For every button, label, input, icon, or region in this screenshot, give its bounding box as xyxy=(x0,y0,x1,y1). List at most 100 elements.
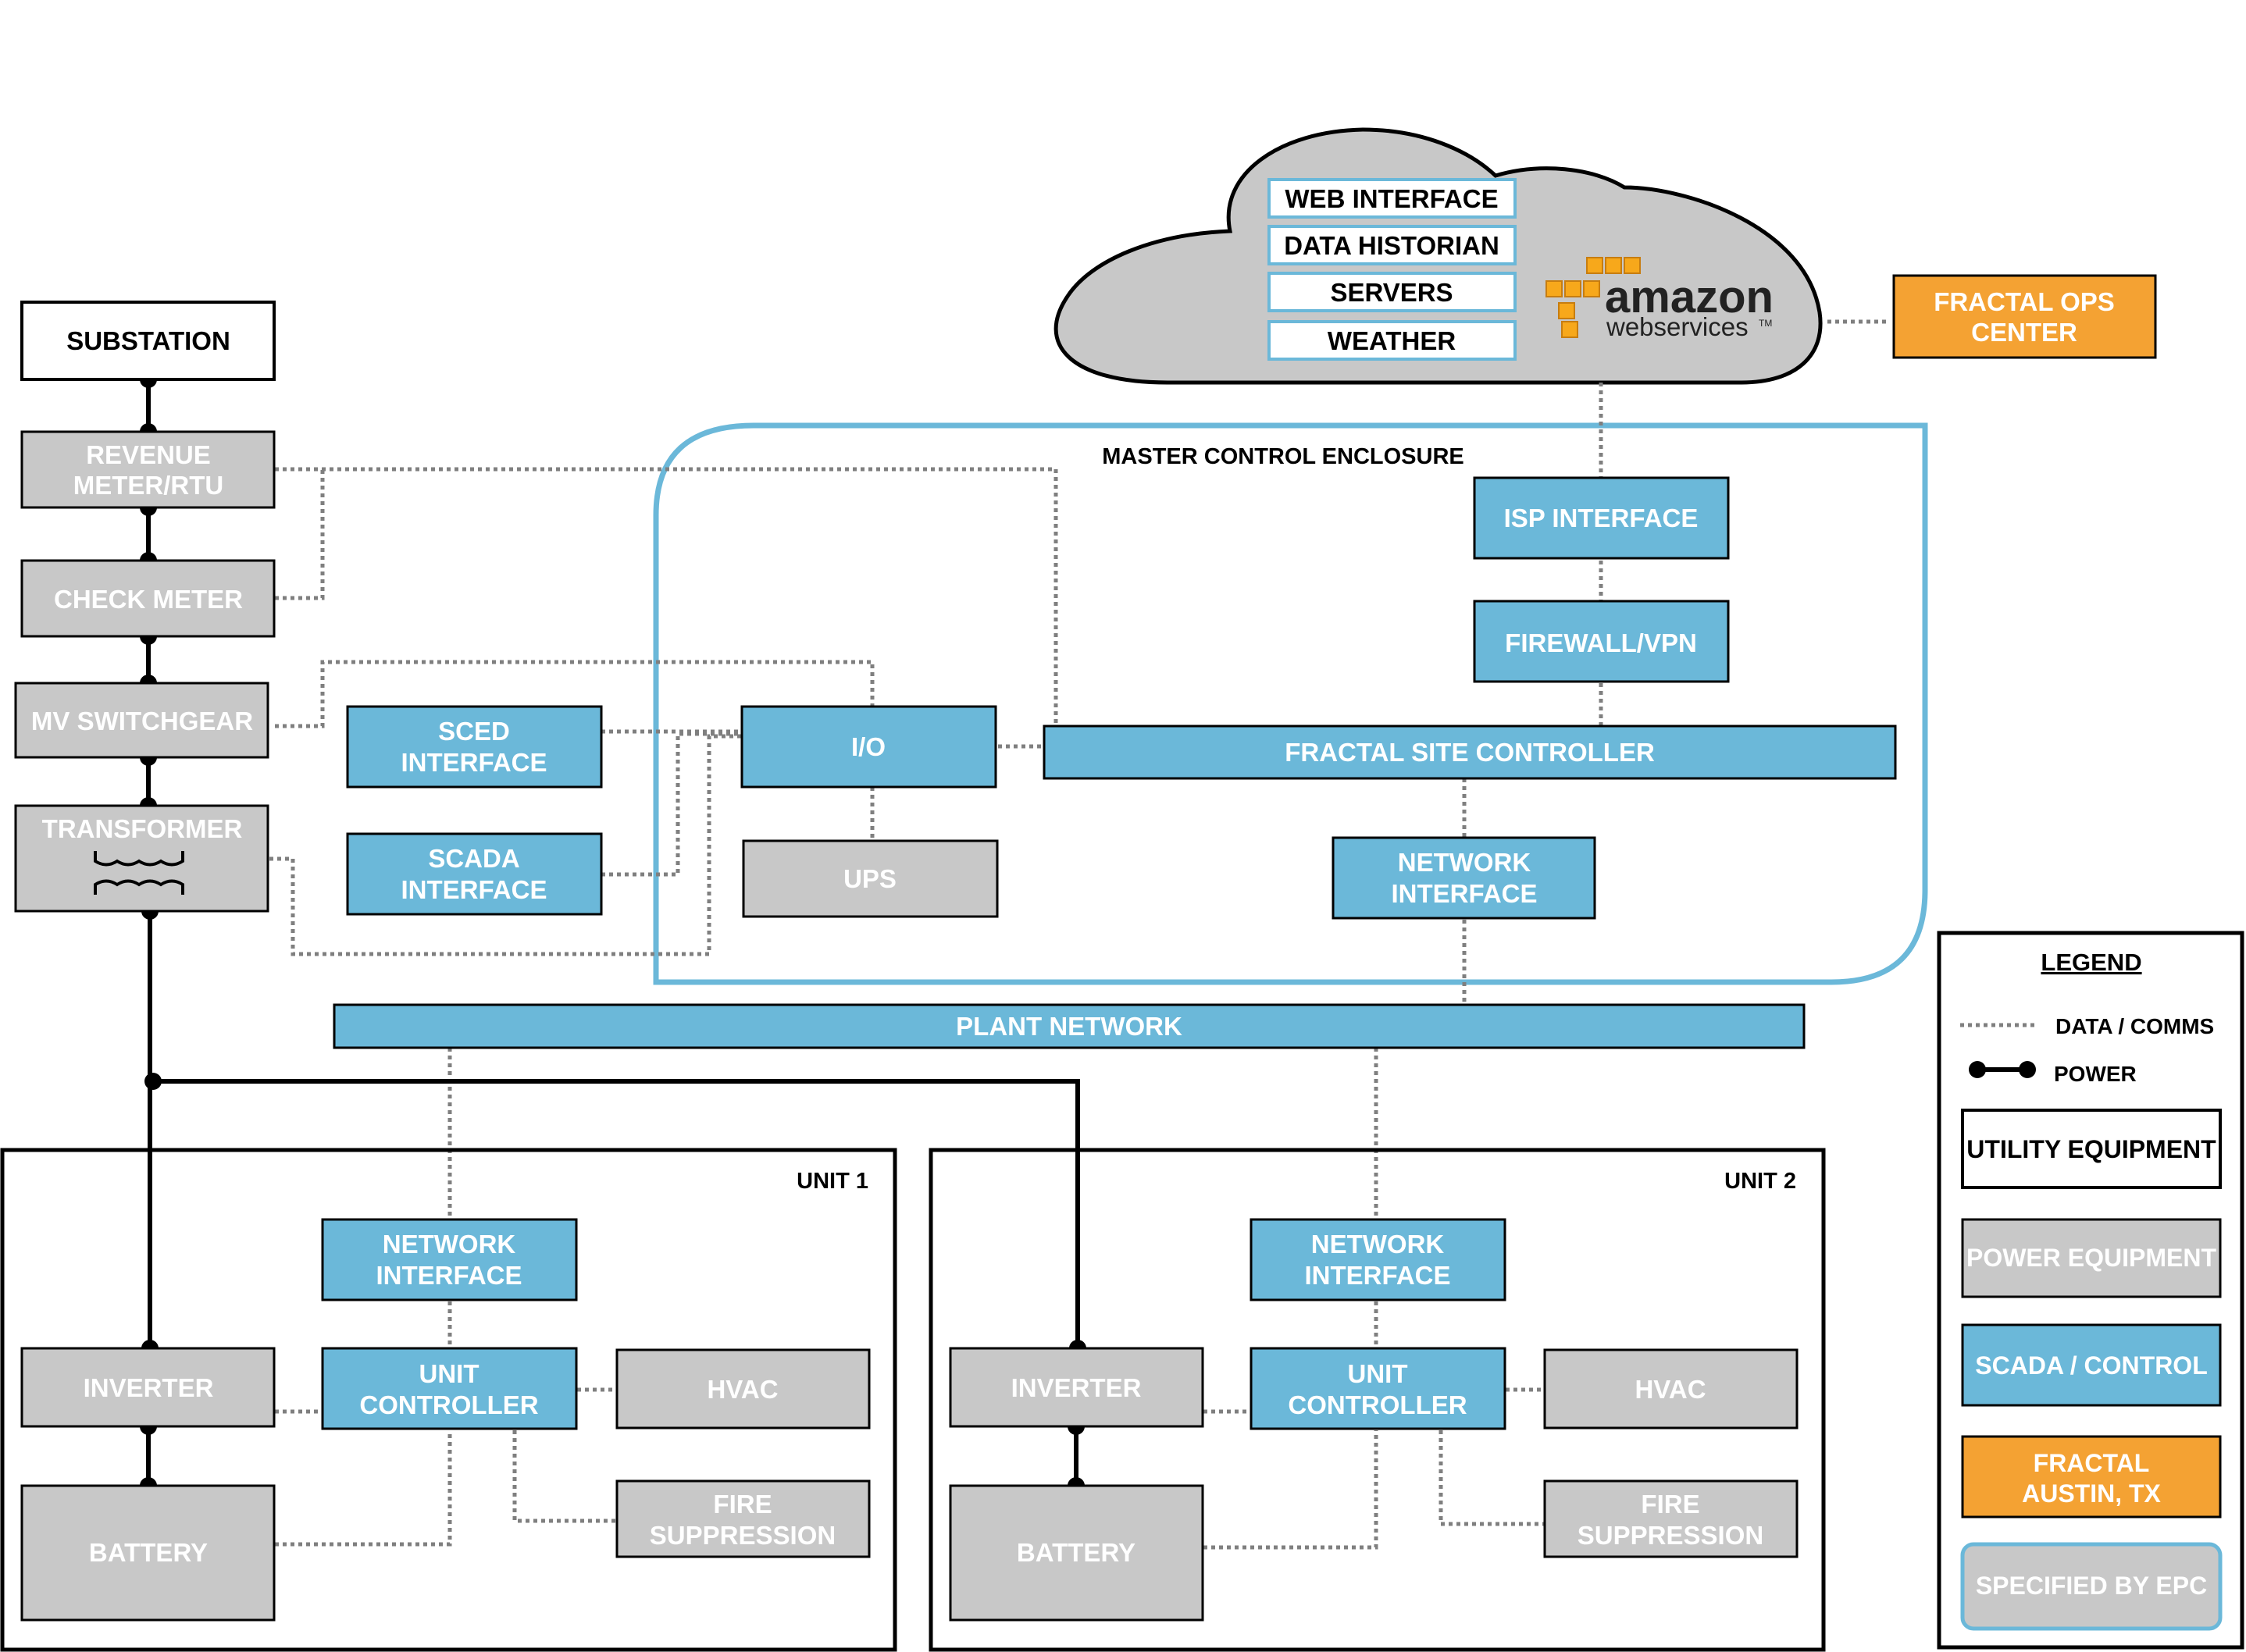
legend-power-equipment: POWER EQUIPMENT xyxy=(1961,1218,2222,1298)
revenue-meter-label-1: REVENUE xyxy=(86,440,211,469)
legend-title: LEGEND xyxy=(2041,949,2141,976)
firewall-vpn-box: FIREWALL/VPN xyxy=(1473,600,1730,683)
io-box: I/O xyxy=(740,705,997,789)
unit-1-battery-box: BATTERY xyxy=(20,1484,276,1622)
legend-fractal-label-2: AUSTIN, TX xyxy=(2022,1479,2161,1508)
unit-1-title: UNIT 1 xyxy=(797,1169,868,1194)
unit-1-container: UNIT 1 xyxy=(0,1148,897,1652)
fractal-ops-label-2: CENTER xyxy=(1971,318,2077,347)
cloud-service-label: WEATHER xyxy=(1328,326,1456,355)
unit-2-fire-label-1: FIRE xyxy=(1641,1490,1699,1518)
legend-fractal-label-1: FRACTAL xyxy=(2034,1449,2150,1477)
data-link xyxy=(601,732,742,877)
legend-scada-control: SCADA / CONTROL xyxy=(1961,1323,2222,1407)
master-control-enclosure-border xyxy=(653,422,1928,985)
aws-logo-word: amazon xyxy=(1605,272,1774,322)
legend-power-equipment-label: POWER EQUIPMENT xyxy=(1966,1244,2216,1272)
legend-specified-by-epc: SPECIFIED BY EPC xyxy=(1960,1542,2223,1631)
cloud-service-servers: SERVERS xyxy=(1267,272,1517,312)
legend-fractal: FRACTAL AUSTIN, TX xyxy=(1961,1435,2222,1518)
unit-2-hvac-box: HVAC xyxy=(1543,1348,1799,1429)
aws-logo-sub: webservices xyxy=(1606,312,1749,341)
scada-interface-label-2: INTERFACE xyxy=(401,875,547,904)
unit-2-inverter-label: INVERTER xyxy=(1011,1373,1142,1402)
io-label: I/O xyxy=(851,732,886,761)
unit-2-controller-label-1: UNIT xyxy=(1348,1359,1408,1388)
check-meter-box: CHECK METER xyxy=(20,559,276,638)
unit-2-battery-box: BATTERY xyxy=(949,1484,1204,1622)
unit-1-controller-label-2: CONTROLLER xyxy=(359,1390,538,1419)
unit-2-battery-label: BATTERY xyxy=(1017,1538,1135,1567)
unit-1-fire-label-2: SUPPRESSION xyxy=(650,1521,836,1550)
revenue-meter-box: REVENUE METER/RTU xyxy=(20,430,276,509)
cloud-service-label: WEB INTERFACE xyxy=(1285,184,1498,213)
unit-2-title: UNIT 2 xyxy=(1724,1169,1796,1194)
unit-2-container: UNIT 2 xyxy=(929,1148,1826,1652)
check-meter-label: CHECK METER xyxy=(54,585,243,614)
unit-2-fire-suppression-box: FIRE SUPPRESSION xyxy=(1543,1479,1799,1558)
unit-2-controller-label-2: CONTROLLER xyxy=(1288,1390,1467,1419)
unit-2-inverter-box: INVERTER xyxy=(949,1347,1204,1428)
power-link xyxy=(150,1079,1080,1348)
substation-label: SUBSTATION xyxy=(66,326,230,355)
master-control-enclosure-title: MASTER CONTROL ENCLOSURE xyxy=(1102,444,1463,469)
legend-scada-label: SCADA / CONTROL xyxy=(1975,1351,2207,1380)
fractal-ops-center: FRACTAL OPS CENTER xyxy=(1892,274,2157,359)
revenue-meter-label-2: METER/RTU xyxy=(73,471,224,500)
power-nodes xyxy=(140,371,1086,1494)
sced-interface-label-1: SCED xyxy=(438,717,510,746)
isp-interface-box: ISP INTERFACE xyxy=(1473,476,1730,560)
aws-logo: amazon webservices TM xyxy=(1545,257,1774,341)
data-link xyxy=(275,469,325,600)
unit-2-network-interface-label-2: INTERFACE xyxy=(1304,1261,1450,1290)
unit-2-controller-box: UNIT CONTROLLER xyxy=(1250,1347,1506,1430)
legend-utility-label: UTILITY EQUIPMENT xyxy=(1966,1135,2216,1163)
unit-1-fire-suppression-box: FIRE SUPPRESSION xyxy=(615,1479,871,1558)
data-link xyxy=(275,467,1058,726)
data-link xyxy=(512,1430,617,1523)
sced-interface-label-2: INTERFACE xyxy=(401,748,547,777)
unit-1-fire-label-1: FIRE xyxy=(713,1490,772,1518)
unit-1-hvac-box: HVAC xyxy=(615,1348,871,1429)
fractal-site-controller-label: FRACTAL SITE CONTROLLER xyxy=(1285,738,1655,767)
mv-switchgear-label: MV SWITCHGEAR xyxy=(31,707,253,735)
plant-network-bar: PLANT NETWORK xyxy=(333,1003,1806,1049)
cloud-service-data-historian: DATA HISTORIAN xyxy=(1267,225,1517,265)
transformer-coil-icon xyxy=(94,851,184,895)
unit-1-controller-label-1: UNIT xyxy=(419,1359,480,1388)
data-link xyxy=(1439,1430,1545,1526)
aws-cubes-icon xyxy=(1545,257,1641,338)
data-link xyxy=(269,734,742,956)
firewall-vpn-label: FIREWALL/VPN xyxy=(1505,628,1697,657)
unit-1-hvac-label: HVAC xyxy=(707,1375,778,1404)
cloud-service-label: DATA HISTORIAN xyxy=(1284,231,1499,260)
legend-power-line-icon xyxy=(1969,1061,2036,1078)
legend-data-comms-label: DATA / COMMS xyxy=(2055,1014,2214,1038)
mce-network-interface-label-1: NETWORK xyxy=(1398,848,1531,877)
mce-network-interface-label-2: INTERFACE xyxy=(1391,879,1537,908)
mv-switchgear-box: MV SWITCHGEAR xyxy=(14,682,269,759)
cloud-service-label: SERVERS xyxy=(1330,278,1453,307)
legend-power-label: POWER xyxy=(2054,1062,2137,1086)
fractal-site-controller-box: FRACTAL SITE CONTROLLER xyxy=(1043,725,1897,780)
legend: LEGEND DATA / COMMS POWER UTILITY EQUIPM… xyxy=(1937,931,2244,1650)
ups-box: UPS xyxy=(742,839,999,918)
data-lines xyxy=(269,319,1890,1550)
data-link xyxy=(275,1430,452,1547)
plant-network-label: PLANT NETWORK xyxy=(956,1012,1182,1041)
legend-epc-label: SPECIFIED BY EPC xyxy=(1976,1572,2207,1600)
cloud-service-weather: WEATHER xyxy=(1267,320,1517,361)
ups-label: UPS xyxy=(843,864,897,893)
isp-interface-label: ISP INTERFACE xyxy=(1504,504,1699,532)
unit-2-fire-label-2: SUPPRESSION xyxy=(1578,1521,1763,1550)
data-link xyxy=(275,660,875,728)
substation-box: SUBSTATION xyxy=(20,301,276,381)
transformer-label: TRANSFORMER xyxy=(42,814,243,843)
unit-2-network-interface-box: NETWORK INTERFACE xyxy=(1250,1218,1506,1301)
data-link xyxy=(1203,1430,1378,1550)
unit-1-battery-label: BATTERY xyxy=(89,1538,208,1567)
unit-1-inverter-box: INVERTER xyxy=(20,1347,276,1428)
scada-interface-box: SCADA INTERFACE xyxy=(346,832,603,916)
legend-utility-equipment: UTILITY EQUIPMENT xyxy=(1961,1109,2222,1189)
